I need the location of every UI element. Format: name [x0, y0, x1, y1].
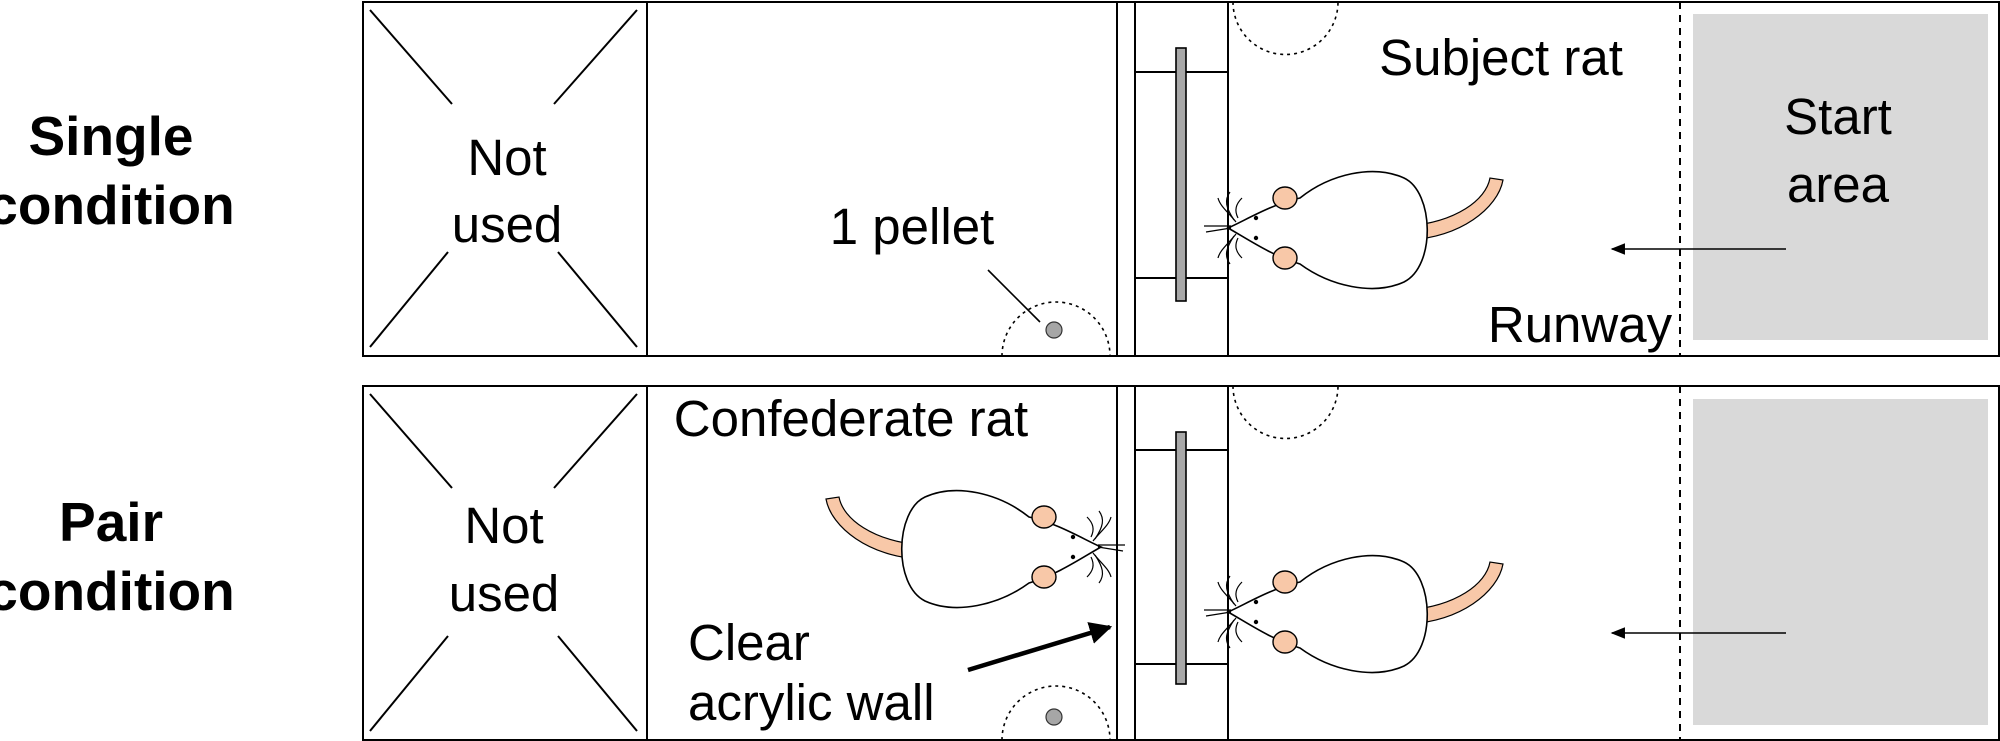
guillotine-door	[1175, 431, 1187, 685]
not-used-label: used	[452, 196, 563, 253]
pellet-label: 1 pellet	[830, 198, 994, 255]
pellet	[1045, 708, 1063, 726]
runway-label: Runway	[1488, 296, 1673, 353]
start-area-label: area	[1787, 156, 1890, 213]
not-used-label: Not	[464, 497, 543, 554]
food-cup	[1001, 685, 1111, 741]
clear-wall-label: acrylic wall	[688, 674, 935, 731]
guillotine-door	[1175, 47, 1187, 302]
apparatus-outline	[362, 385, 2000, 741]
not-used-cross	[369, 393, 638, 732]
start-area	[1693, 399, 1988, 725]
pellet-leader-line	[987, 269, 1041, 323]
confederate-rat	[825, 489, 1126, 609]
start-area	[1693, 14, 1988, 340]
row-label-single-line1: Single	[28, 105, 193, 167]
not-used-cross	[369, 9, 638, 348]
row-label-pair-line2: condition	[0, 560, 235, 622]
apparatus-single: Not used 1 pellet Subject rat Start area…	[362, 1, 2000, 357]
start-area-label: Start	[1784, 88, 1892, 145]
food-cup	[1232, 385, 1339, 440]
confederate-rat-label: Confederate rat	[674, 390, 1028, 447]
food-cup	[1001, 301, 1111, 357]
clear-wall-arrow	[967, 622, 1113, 673]
row-label-single: Single condition	[0, 105, 235, 236]
row-label-pair-line1: Pair	[59, 491, 163, 553]
not-used-label: used	[449, 565, 560, 622]
row-label-single-line2: condition	[0, 174, 235, 236]
subject-rat	[1203, 554, 1504, 674]
pellet	[1045, 321, 1063, 339]
apparatus-outline	[362, 1, 2000, 357]
not-used-label: Not	[467, 129, 546, 186]
food-cup	[1232, 1, 1339, 56]
row-label-pair: Pair condition	[0, 491, 235, 622]
subject-rat	[1203, 170, 1504, 290]
apparatus-pair: Not used Confederate rat Clear acrylic w…	[362, 385, 2000, 741]
clear-wall-label: Clear	[688, 614, 810, 671]
subject-rat-label: Subject rat	[1379, 29, 1623, 86]
